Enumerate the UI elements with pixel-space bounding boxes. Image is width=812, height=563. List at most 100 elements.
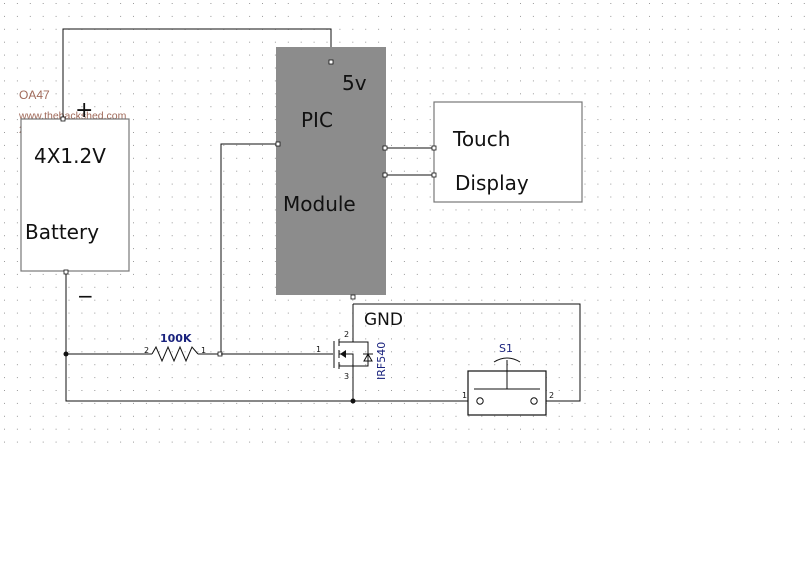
- grid-dot: [442, 261, 444, 262]
- grid-dot: [145, 261, 147, 262]
- grid-dot: [494, 428, 496, 430]
- grid-dot: [429, 273, 431, 275]
- grid-dot: [236, 325, 238, 327]
- grid-dot: [236, 67, 238, 69]
- grid-dot: [184, 261, 186, 262]
- grid-dot: [494, 441, 496, 443]
- grid-dot: [339, 390, 341, 391]
- grid-dot: [636, 351, 638, 353]
- grid-dot: [649, 157, 650, 159]
- grid-dot: [649, 402, 650, 404]
- grid-dot: [55, 286, 57, 288]
- grid-dot: [274, 235, 276, 237]
- grid-dot: [16, 338, 18, 340]
- wire-ground-loop: [65, 274, 581, 402]
- grid-dot: [481, 286, 483, 288]
- grid-dot: [42, 106, 44, 108]
- grid-dot: [68, 54, 70, 56]
- grid-dot: [274, 428, 276, 430]
- grid-dot: [145, 222, 147, 224]
- grid-dot: [765, 170, 767, 172]
- grid-dot: [713, 235, 715, 237]
- grid-dot: [403, 261, 405, 262]
- grid-dot: [661, 299, 663, 301]
- grid-dot: [300, 441, 302, 443]
- grid-dot: [68, 428, 70, 430]
- grid-dot: [197, 196, 199, 198]
- grid-dot: [623, 54, 625, 56]
- grid-dot: [494, 286, 496, 288]
- grid-dot: [726, 338, 728, 340]
- grid-dot: [429, 441, 431, 443]
- grid-dot: [68, 106, 70, 108]
- grid-dot: [210, 119, 212, 121]
- grid-dot: [674, 170, 676, 172]
- grid-dot: [545, 54, 547, 56]
- resistor-pin-left: 2: [144, 346, 149, 355]
- grid-dot: [558, 312, 560, 314]
- grid-dot: [610, 41, 612, 43]
- grid-dot: [623, 261, 625, 262]
- grid-dot: [210, 428, 212, 430]
- grid-dot: [442, 93, 444, 95]
- grid-dot: [262, 67, 263, 69]
- grid-dot: [171, 338, 173, 340]
- grid-dot: [429, 3, 431, 4]
- grid-dot: [623, 390, 625, 391]
- grid-dot: [133, 222, 134, 224]
- grid-dot: [765, 54, 767, 56]
- grid-dot: [442, 377, 444, 379]
- grid-dot: [649, 80, 650, 82]
- grid-dot: [184, 299, 186, 301]
- grid-dot: [42, 54, 44, 56]
- grid-dot: [236, 286, 238, 288]
- grid-dot: [29, 273, 31, 275]
- grid-dot: [29, 106, 31, 108]
- grid-dot: [507, 222, 509, 224]
- battery: + − 4X1.2V Battery: [20, 98, 130, 308]
- grid-dot: [700, 377, 702, 379]
- grid-dot: [4, 261, 5, 262]
- grid-dot: [326, 338, 328, 340]
- grid-dot: [481, 222, 483, 224]
- grid-dot: [287, 312, 289, 314]
- grid-dot: [520, 261, 521, 262]
- grid-dot: [752, 273, 754, 275]
- grid-dot: [339, 428, 341, 430]
- grid-dot: [171, 119, 173, 121]
- grid-dot: [236, 106, 238, 108]
- grid-dot: [184, 144, 186, 146]
- grid-dot: [597, 402, 599, 404]
- grid-dot: [790, 93, 792, 95]
- grid-dot: [636, 144, 638, 146]
- grid-dot: [507, 261, 509, 262]
- grid-dot: [700, 15, 702, 17]
- grid-dot: [236, 428, 238, 430]
- grid-dot: [249, 261, 251, 262]
- grid-dot: [262, 415, 263, 417]
- grid-dot: [713, 3, 715, 4]
- grid-dot: [610, 196, 612, 198]
- grid-dot: [197, 312, 199, 314]
- grid-dot: [171, 415, 173, 417]
- grid-dot: [661, 286, 663, 288]
- grid-dot: [68, 441, 70, 443]
- grid-dot: [455, 273, 457, 275]
- grid-dot: [4, 441, 5, 443]
- grid-dot: [532, 415, 534, 417]
- grid-dot: [29, 299, 31, 301]
- grid-dot: [249, 80, 251, 82]
- grid-dot: [661, 80, 663, 82]
- grid-dot: [765, 157, 767, 159]
- grid-dot: [16, 119, 18, 121]
- grid-dot: [610, 106, 612, 108]
- grid-dot: [274, 299, 276, 301]
- grid-dot: [597, 54, 599, 56]
- grid-dot: [623, 132, 625, 133]
- grid-dot: [416, 351, 418, 353]
- grid-dot: [429, 286, 431, 288]
- grid-dot: [184, 402, 186, 404]
- grid-dot: [687, 132, 689, 133]
- grid-dot: [171, 286, 173, 288]
- grid-dot: [210, 390, 212, 391]
